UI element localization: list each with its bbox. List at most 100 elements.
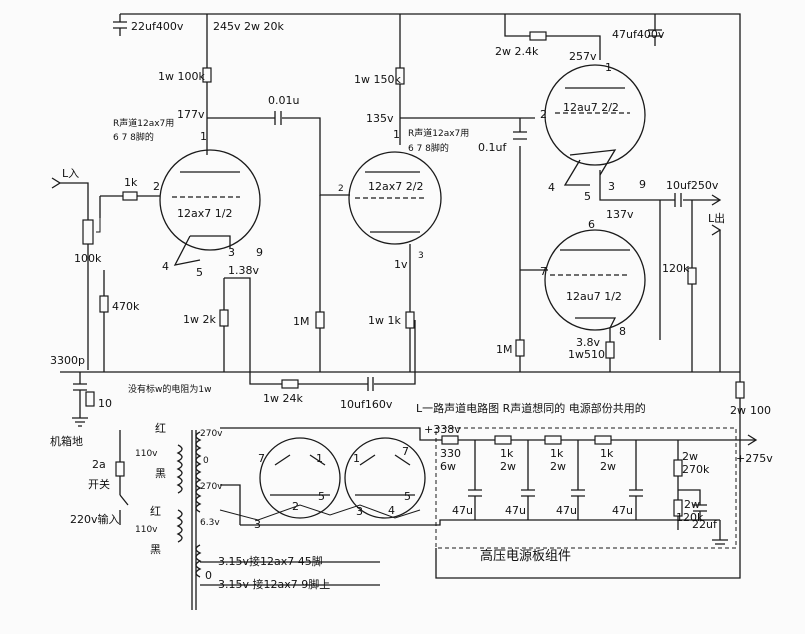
label-v177: 177v — [177, 108, 205, 121]
pin-rt1b: 1 — [353, 452, 360, 465]
label-r-2k4: 2w 2.4k — [495, 45, 539, 58]
tube-12au7-upper — [544, 64, 646, 186]
pin-9: 9 — [256, 246, 263, 259]
label-r-1m-b: 1M — [496, 343, 513, 356]
pin-s9: 9 — [639, 178, 646, 191]
label-c-001: 0.01u — [268, 94, 299, 107]
label-r-1k-b: 1k — [550, 447, 564, 460]
resistor-10 — [85, 391, 95, 407]
label-r-2w-a: 2w — [500, 460, 516, 473]
resistor-1k-b — [544, 435, 562, 445]
label-c-22uf: 22uf — [692, 518, 718, 531]
label-black-2: 黑 — [150, 543, 161, 556]
label-r-330: 330 — [440, 447, 461, 460]
label-r-20k: 245v 2w 20k — [213, 20, 284, 33]
resistor-1k-c — [594, 435, 612, 445]
label-black-1: 黑 — [155, 467, 166, 480]
pin-q2: 2 — [338, 184, 344, 194]
fuse — [115, 461, 125, 477]
label-v1: 1v — [394, 258, 408, 271]
resistor-270k — [673, 459, 683, 477]
pin-2: 2 — [153, 180, 160, 193]
resistor-1m-b — [515, 339, 525, 357]
pin-u8: 8 — [619, 325, 626, 338]
note-r-channel-3: R声道12ax7用 — [408, 127, 469, 139]
label-r-1k-cathode: 1w 1k — [368, 314, 401, 327]
label-270v-a: 270v — [200, 429, 223, 439]
pin-q1: 1 — [393, 128, 400, 141]
resistor-24k — [281, 379, 299, 389]
pin-rt5a: 5 — [318, 490, 325, 503]
label-r-510: 1w510 — [568, 348, 605, 361]
label-tube-v3-lower: 12au7 1/2 — [566, 290, 622, 303]
label-l-in: L入 — [62, 167, 79, 180]
note-r-channel-1: R声道12ax7用 — [113, 117, 174, 129]
label-c-47u-c: 47u — [556, 504, 577, 517]
label-v135: 135v — [366, 112, 394, 125]
tube-12ax7-v2 — [348, 151, 442, 245]
label-r-100: 100 — [750, 404, 771, 417]
label-r-120k-ps: 120k — [676, 511, 704, 524]
label-heater-0: 0 — [205, 569, 212, 582]
pin-rt7a: 7 — [258, 452, 265, 465]
label-r-470k: 470k — [112, 300, 140, 313]
label-tube-v2: 12ax7 2/2 — [368, 180, 423, 193]
pin-rt5b: 5 — [404, 490, 411, 503]
label-r-1k: 1k — [124, 176, 138, 189]
resistor-1k-cathode — [405, 311, 415, 329]
label-v137: 137v — [606, 208, 634, 221]
label-heater-2: 3.15v 接12ax7 9脚上 — [218, 577, 330, 591]
label-0: 0 — [203, 456, 209, 466]
label-c-top-left: 22uf400v — [131, 20, 184, 33]
resistor-470k — [99, 295, 109, 313]
pin-rt1a: 1 — [316, 452, 323, 465]
label-r-2k: 1w 2k — [183, 313, 216, 326]
note-r-channel-2: 6 7 8脚的 — [113, 131, 154, 143]
tube-12au7-lower — [544, 229, 646, 331]
label-v338: +338v — [424, 423, 461, 436]
pin-rt3b: 3 — [356, 505, 363, 518]
pin-u7: 7 — [540, 265, 547, 278]
label-r-1k-c: 1k — [600, 447, 614, 460]
resistor-510 — [605, 341, 615, 359]
label-r-2w-b: 2w — [550, 460, 566, 473]
label-c-01uf: 0.1uf — [478, 141, 507, 154]
pin-4: 4 — [162, 260, 169, 273]
rectifier-tube-2 — [344, 437, 426, 519]
ps-board-box — [435, 427, 737, 549]
resistor-1k-a — [494, 435, 512, 445]
resistor-1k — [122, 191, 138, 201]
label-chassis-ground: 机箱地 — [50, 434, 83, 448]
resistor-1m-a — [315, 311, 325, 329]
label-r-120k-2w: 2w — [684, 498, 700, 511]
label-c-47uf400: 47uf400v — [612, 28, 665, 41]
note-r-channel-4: 6 7 8脚的 — [408, 142, 449, 154]
tube-12ax7-v1 — [159, 149, 261, 266]
pin-q3: 3 — [418, 251, 424, 261]
label-270v-b: 270v — [200, 482, 223, 492]
pin-u6: 6 — [588, 218, 595, 231]
label-r-100k: 1w 100k — [158, 70, 205, 83]
label-r-270k: 270k — [682, 463, 710, 476]
resistor-2w-100 — [735, 381, 745, 399]
label-r-270k-2w: 2w — [682, 450, 698, 463]
label-r-150k: 1w 150k — [354, 73, 401, 86]
resistor-120k-ps — [673, 499, 683, 517]
label-c-47u-a: 47u — [452, 504, 473, 517]
label-red-2: 红 — [150, 505, 161, 518]
label-r-2w: 2w — [730, 404, 746, 417]
label-v257: 257v — [569, 50, 597, 63]
label-red-1: 红 — [155, 422, 166, 435]
label-switch: 开关 — [88, 477, 110, 491]
resistor-150k — [395, 67, 405, 85]
pin-s1: 1 — [605, 61, 612, 74]
label-r-2w-c: 2w — [600, 460, 616, 473]
label-c-47u-d: 47u — [612, 504, 633, 517]
label-r-1m-a: 1M — [293, 315, 310, 328]
pin-s3: 3 — [608, 180, 615, 193]
label-c-3300p: 3300p — [50, 354, 85, 367]
pin-s4: 4 — [548, 181, 555, 194]
note-main: L一路声道电路图 R声道想同的 电源部份共用的 — [416, 401, 646, 415]
label-v138: 1.38v — [228, 264, 259, 277]
